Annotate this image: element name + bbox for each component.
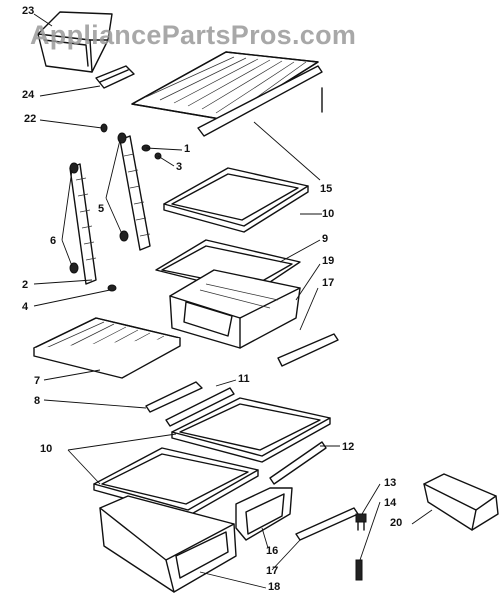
part-17-strip-lower <box>295 507 359 541</box>
part-8-11-strips <box>145 381 235 427</box>
part-rails <box>69 123 162 292</box>
part-20-bin <box>423 473 499 531</box>
callout-2: 2 <box>22 279 29 291</box>
leader-lines <box>33 13 433 589</box>
callout-18: 18 <box>268 581 281 593</box>
callout-20: 20 <box>390 517 403 529</box>
callout-5: 5 <box>98 203 105 215</box>
part-17-strip-upper <box>277 333 339 367</box>
callout-9: 9 <box>322 233 329 245</box>
part-13-14-fasteners <box>355 513 367 581</box>
callout-6: 6 <box>50 235 57 247</box>
callout-3: 3 <box>176 161 183 173</box>
part-18-bottom-drawer <box>99 495 237 593</box>
callout-15: 15 <box>320 183 333 195</box>
callout-8: 8 <box>34 395 41 407</box>
part-19-crisper-drawer <box>169 269 301 349</box>
callout-10-lower: 10 <box>40 443 53 455</box>
callout-16: 16 <box>266 545 279 557</box>
callout-17-lower: 17 <box>266 565 279 577</box>
watermark-text: AppliancePartsPros.com <box>30 20 357 50</box>
part-24-clip <box>95 65 135 89</box>
part-10-glass-shelf-upper <box>163 167 309 233</box>
callout-19: 19 <box>322 255 335 267</box>
callout-1: 1 <box>184 143 191 155</box>
part-23-bin <box>37 11 113 73</box>
callout-17-upper: 17 <box>322 277 335 289</box>
callout-23: 23 <box>22 5 35 17</box>
callout-4: 4 <box>22 301 29 313</box>
part-7-wire-shelf <box>33 317 181 379</box>
callout-7: 7 <box>34 375 41 387</box>
callout-22: 22 <box>24 113 37 125</box>
callout-11: 11 <box>238 373 250 385</box>
callout-10-upper: 10 <box>322 208 335 220</box>
callout-14: 14 <box>384 497 397 509</box>
part-10-glass-shelf-middle <box>171 397 331 463</box>
callout-12: 12 <box>342 441 355 453</box>
part-16-drawer <box>235 487 293 541</box>
part-12-strip <box>269 441 327 485</box>
callout-13: 13 <box>384 477 397 489</box>
callout-24: 24 <box>22 89 35 101</box>
part-15-wire-shelf <box>131 51 323 137</box>
